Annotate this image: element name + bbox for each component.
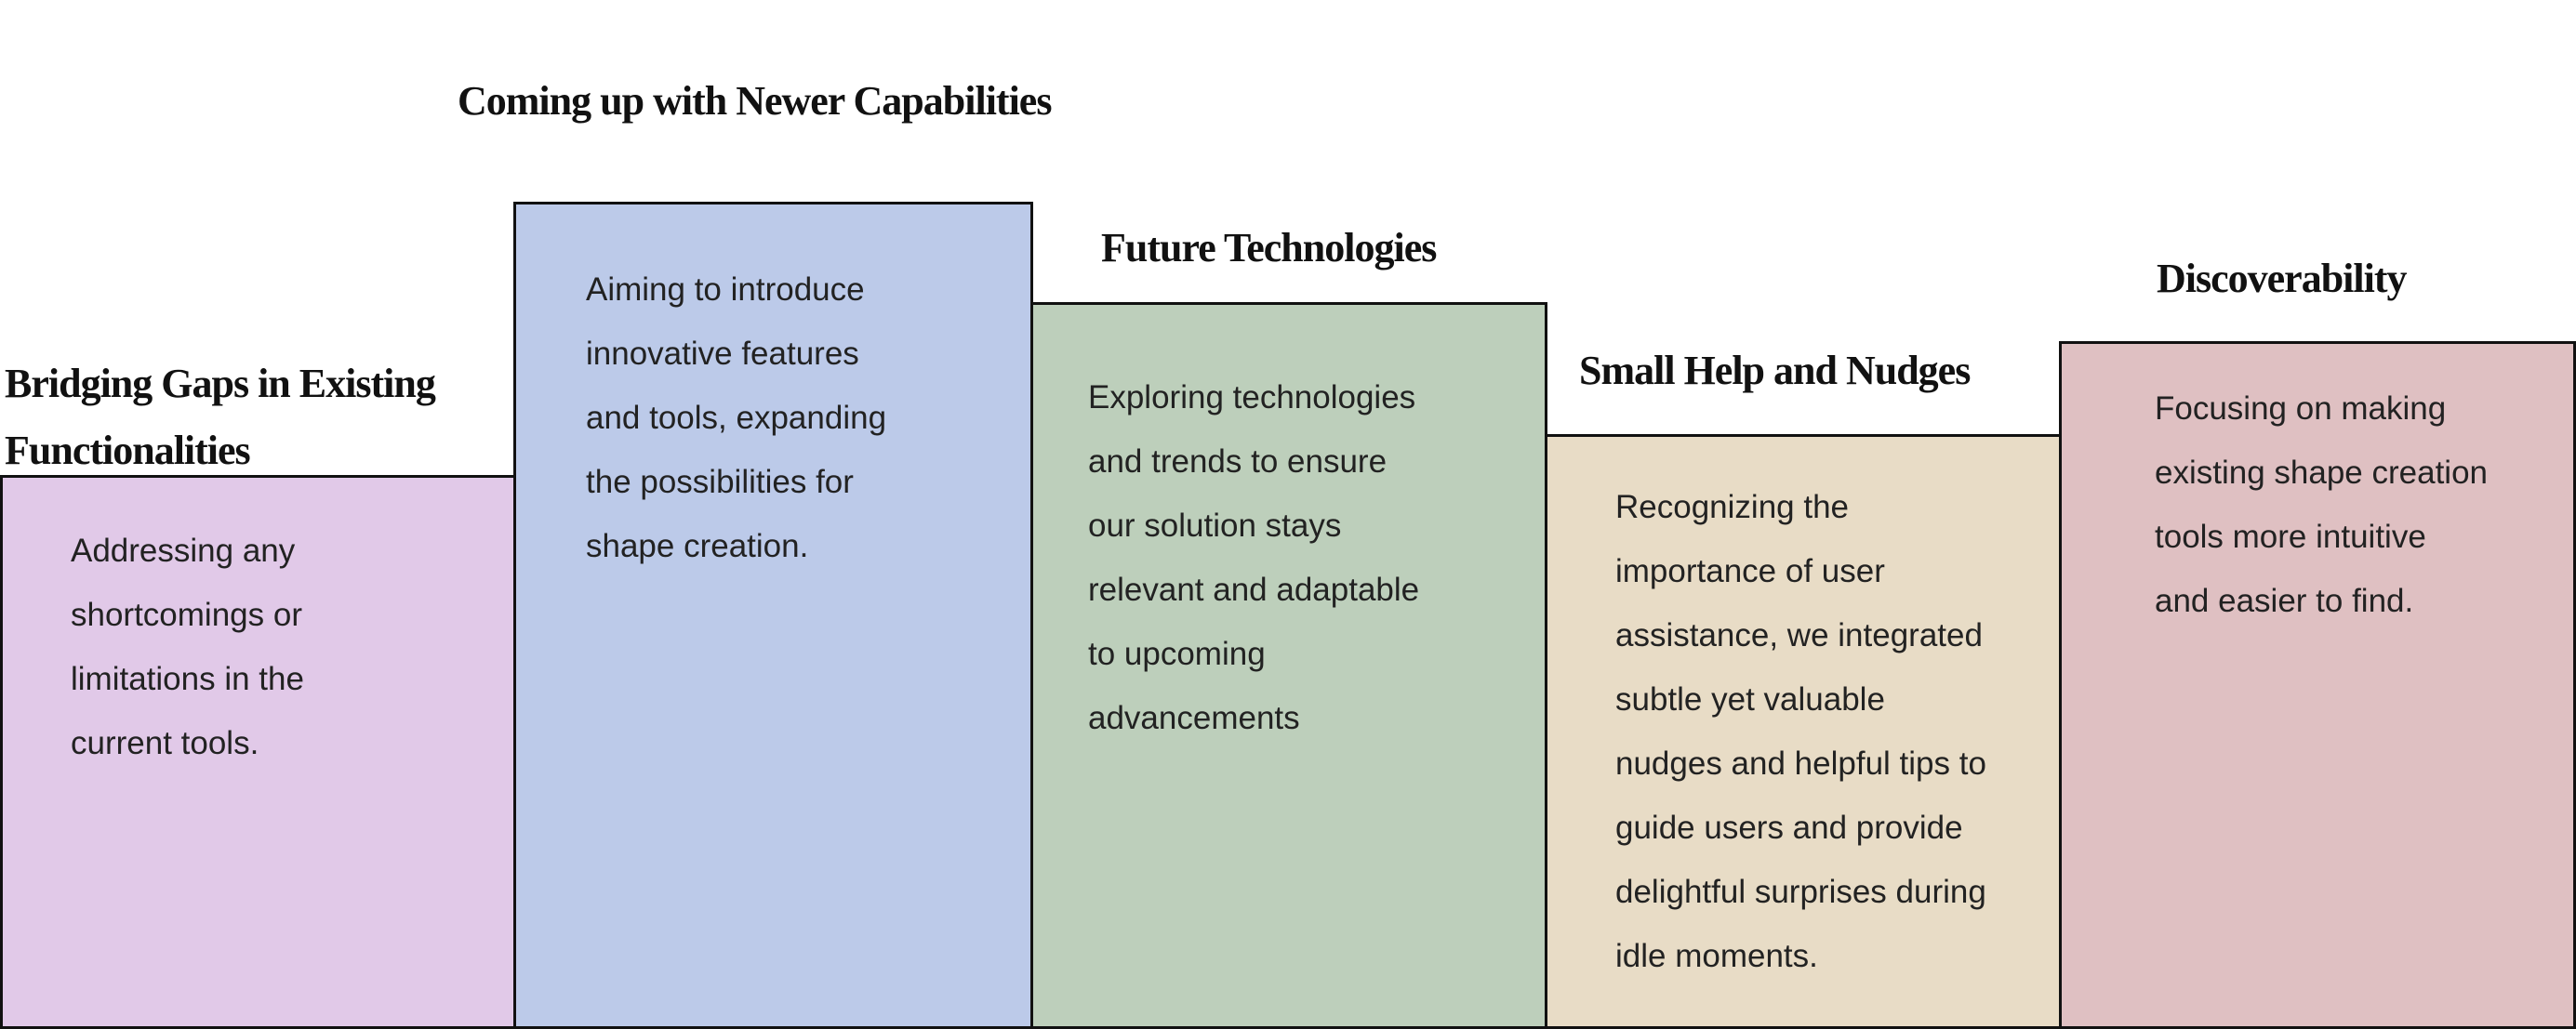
body-future-technologies: Exploring technologies and trends to ens… xyxy=(1088,379,1420,736)
heading-bridging-gaps: Bridging Gaps in Existing Functionalitie… xyxy=(5,361,436,473)
column-future-technologies xyxy=(1030,302,1547,1029)
column-small-help xyxy=(1545,434,2063,1029)
body-small-help: Recognizing the importance of user assis… xyxy=(1615,489,1986,974)
heading-newer-capabilities: Coming up with Newer Capabilities xyxy=(458,78,1052,124)
heading-discoverability: Discoverability xyxy=(2157,256,2408,301)
body-discoverability: Focusing on making existing shape creati… xyxy=(2155,390,2488,619)
body-bridging-gaps: Addressing any shortcomings or limitatio… xyxy=(71,533,304,761)
column-discoverability xyxy=(2059,341,2576,1029)
body-newer-capabilities: Aiming to introduce innovative features … xyxy=(586,271,887,564)
heading-future-technologies: Future Technologies xyxy=(1101,225,1437,270)
heading-small-help: Small Help and Nudges xyxy=(1579,348,1971,393)
column-newer-capabilities xyxy=(513,202,1033,1029)
column-bridging-gaps xyxy=(0,475,516,1029)
